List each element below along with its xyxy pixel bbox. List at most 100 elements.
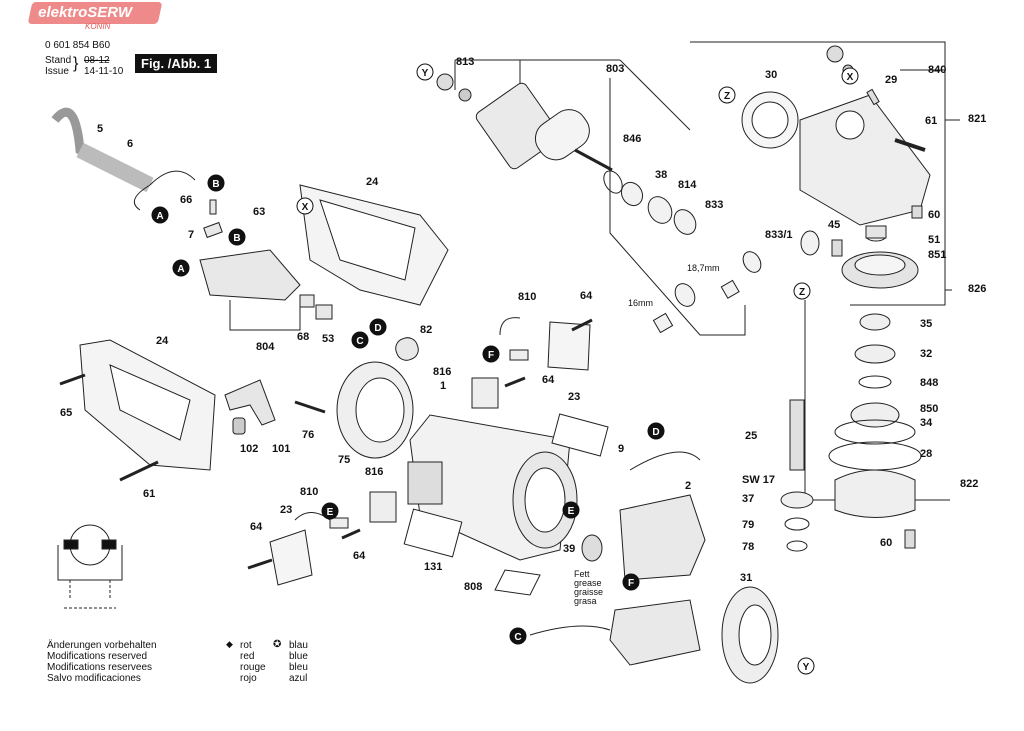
note-de: Änderungen vorbehalten bbox=[47, 640, 157, 651]
connection-marker-c: C bbox=[509, 627, 527, 645]
part-label: 30 bbox=[765, 69, 777, 81]
switch-assembly bbox=[199, 199, 419, 361]
marker-letter: C bbox=[514, 632, 521, 643]
part-label: 833 bbox=[705, 199, 723, 211]
part-label: 23 bbox=[568, 391, 580, 403]
marker-letter: E bbox=[568, 506, 575, 517]
bevel-gear bbox=[841, 251, 919, 289]
part-label: 101 bbox=[272, 443, 290, 455]
part-label: 814 bbox=[678, 179, 697, 191]
part-label: 804 bbox=[256, 341, 275, 353]
connection-marker-a: A bbox=[172, 259, 190, 277]
part-label: 7 bbox=[188, 229, 194, 241]
spindle-stack bbox=[780, 313, 922, 552]
part-label: 6 bbox=[127, 138, 133, 150]
marker-letter: F bbox=[488, 350, 494, 361]
grease-es: grasa bbox=[574, 596, 597, 606]
part-label: 826 bbox=[968, 283, 986, 295]
issue-value: 14-11-10 bbox=[84, 66, 124, 77]
end-shield bbox=[721, 586, 779, 684]
part-label: 810 bbox=[300, 486, 318, 498]
part-label: 2 bbox=[685, 480, 691, 492]
part-label: 833/1 bbox=[765, 229, 793, 241]
legend-blue-2: bleu bbox=[289, 662, 308, 673]
armature bbox=[436, 73, 613, 172]
dimension-16mm: 16mm bbox=[628, 298, 654, 308]
marker-circle bbox=[562, 501, 580, 519]
part-label: 76 bbox=[302, 429, 314, 441]
part-label: 840 bbox=[928, 64, 946, 76]
legend-blue-3: azul bbox=[289, 673, 308, 684]
part-label: 75 bbox=[338, 454, 350, 466]
marker-circle bbox=[369, 318, 387, 336]
marker-circle bbox=[797, 657, 815, 675]
part-label: 846 bbox=[623, 133, 641, 145]
grease-fett: Fett bbox=[574, 569, 590, 579]
marker-letter: D bbox=[374, 323, 381, 334]
part-label: 64 bbox=[580, 290, 593, 302]
marker-letter: Z bbox=[799, 287, 805, 298]
connection-marker-b: B bbox=[207, 174, 225, 192]
connection-marker-y: Y bbox=[797, 657, 815, 675]
note-en: Modifications reserved bbox=[47, 651, 148, 662]
handle-housing-lower bbox=[79, 339, 216, 471]
part-label: 45 bbox=[828, 219, 840, 231]
marker-circle bbox=[151, 206, 169, 224]
part-label: 39 bbox=[563, 543, 575, 555]
part-label: 808 bbox=[464, 581, 482, 593]
frame-804 bbox=[229, 300, 301, 331]
connection-marker-x: X bbox=[296, 197, 314, 215]
part-label: 1 bbox=[440, 380, 446, 392]
power-cord bbox=[51, 107, 196, 211]
legend-blue-0: blau bbox=[289, 640, 308, 651]
grease-fr: graisse bbox=[574, 587, 604, 597]
wiring-schematic bbox=[57, 524, 123, 609]
connection-marker-x: X bbox=[841, 67, 859, 85]
marker-letter: Y bbox=[422, 68, 429, 79]
marker-letter: E bbox=[327, 507, 334, 518]
marker-circle bbox=[351, 331, 369, 349]
brace: } bbox=[73, 55, 79, 72]
connection-marker-z: Z bbox=[718, 86, 736, 104]
brush-covers bbox=[269, 321, 591, 586]
marker-letter: A bbox=[156, 211, 163, 222]
connection-marker-c: C bbox=[351, 331, 369, 349]
frame-803 bbox=[609, 78, 746, 336]
part-label: 848 bbox=[920, 377, 938, 389]
marker-circle bbox=[228, 228, 246, 246]
marker-letter: X bbox=[302, 202, 309, 213]
part-label: 63 bbox=[253, 206, 265, 218]
part-label: 31 bbox=[740, 572, 752, 584]
note-es: Salvo modificaciones bbox=[47, 673, 141, 684]
marker-circle bbox=[622, 573, 640, 591]
part-label: 851 bbox=[928, 249, 946, 261]
legend-red-symbol: ◆ bbox=[226, 639, 233, 649]
connection-marker-a: A bbox=[151, 206, 169, 224]
part-number: 0 601 854 B60 bbox=[45, 40, 111, 51]
connection-marker-b: B bbox=[228, 228, 246, 246]
screws bbox=[59, 318, 593, 570]
marker-letter: B bbox=[233, 233, 240, 244]
marker-letter: F bbox=[628, 578, 634, 589]
part-label: 64 bbox=[250, 521, 263, 533]
field-stator bbox=[529, 451, 706, 666]
part-label: 38 bbox=[655, 169, 667, 181]
stand-value: 08-12 bbox=[84, 55, 110, 66]
part-label: 25 bbox=[745, 430, 757, 442]
marker-circle bbox=[296, 197, 314, 215]
frame-821 bbox=[690, 41, 946, 306]
part-label: 60 bbox=[880, 537, 892, 549]
marker-letter: Z bbox=[724, 91, 730, 102]
part-label: 65 bbox=[60, 407, 72, 419]
connection-marker-e: E bbox=[321, 502, 339, 520]
marker-circle bbox=[482, 345, 500, 363]
part-label: 803 bbox=[606, 63, 624, 75]
lock-lever bbox=[224, 379, 326, 435]
part-label: 64 bbox=[542, 374, 555, 386]
part-label: 79 bbox=[742, 519, 754, 531]
motor-housing bbox=[403, 413, 609, 596]
part-label: 29 bbox=[885, 74, 897, 86]
part-label: 82 bbox=[420, 324, 432, 336]
